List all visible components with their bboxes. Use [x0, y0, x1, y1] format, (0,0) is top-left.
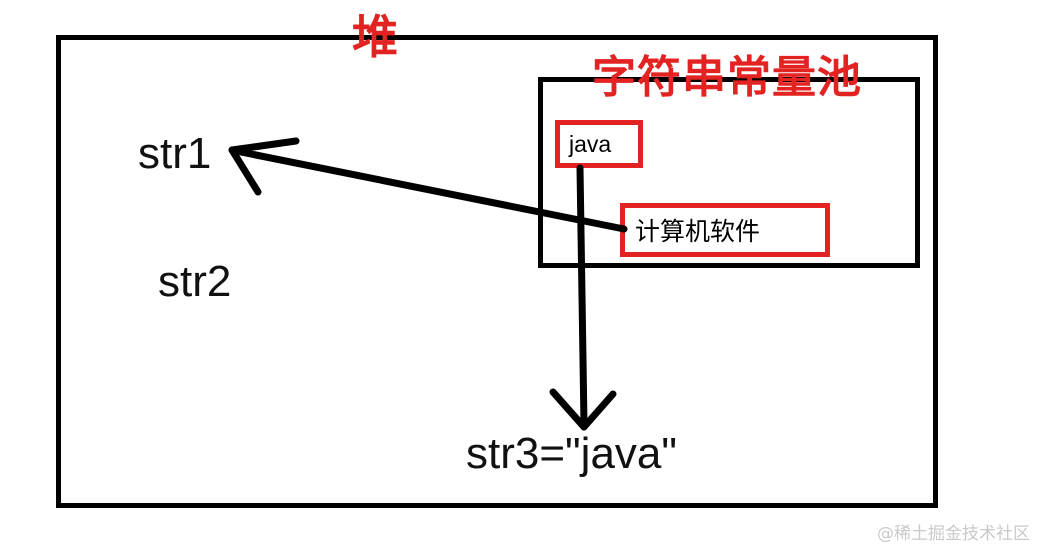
literal-label-java: java [569, 130, 612, 157]
watermark: @稀土掘金技术社区 [877, 524, 1030, 544]
literal-box-chinese: 计算机软件 [620, 203, 830, 257]
string-constant-pool-label: 字符串常量池 [592, 52, 862, 103]
heap-label: 堆 [352, 10, 398, 64]
literal-label-chinese: 计算机软件 [635, 217, 761, 246]
heap-box [56, 35, 938, 508]
variable-str2: str2 [158, 257, 232, 306]
literal-box-java: java [555, 120, 643, 168]
variable-str1: str1 [138, 129, 212, 178]
variable-str3: str3="java" [466, 429, 677, 478]
